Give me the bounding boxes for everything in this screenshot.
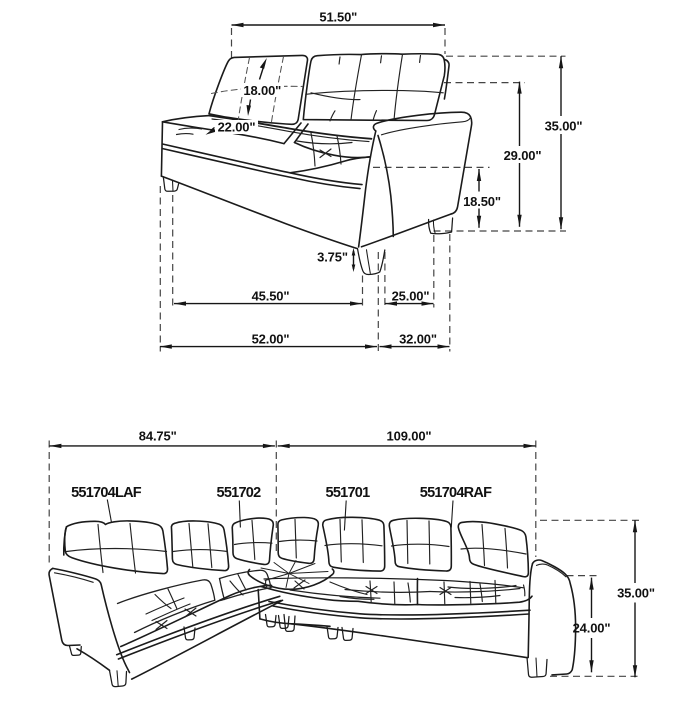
svg-text:35.00": 35.00" bbox=[617, 586, 655, 601]
svg-text:551702: 551702 bbox=[217, 485, 262, 501]
svg-text:84.75": 84.75" bbox=[139, 429, 177, 444]
svg-text:25.00": 25.00" bbox=[392, 289, 430, 304]
svg-text:109.00": 109.00" bbox=[387, 429, 432, 444]
svg-text:18.50": 18.50" bbox=[463, 194, 501, 209]
svg-text:551704RAF: 551704RAF bbox=[420, 485, 492, 501]
svg-text:22.00": 22.00" bbox=[218, 120, 256, 135]
svg-text:24.00": 24.00" bbox=[573, 621, 611, 636]
svg-text:52.00": 52.00" bbox=[252, 332, 290, 347]
svg-text:551701: 551701 bbox=[326, 485, 371, 501]
svg-text:3.75": 3.75" bbox=[317, 250, 348, 265]
svg-text:45.50": 45.50" bbox=[252, 289, 290, 304]
svg-text:551704LAF: 551704LAF bbox=[71, 485, 142, 501]
svg-text:32.00": 32.00" bbox=[399, 332, 437, 347]
svg-text:35.00": 35.00" bbox=[545, 119, 583, 134]
svg-text:29.00": 29.00" bbox=[504, 148, 542, 163]
svg-text:51.50": 51.50" bbox=[319, 10, 357, 25]
svg-text:18.00": 18.00" bbox=[243, 83, 281, 98]
